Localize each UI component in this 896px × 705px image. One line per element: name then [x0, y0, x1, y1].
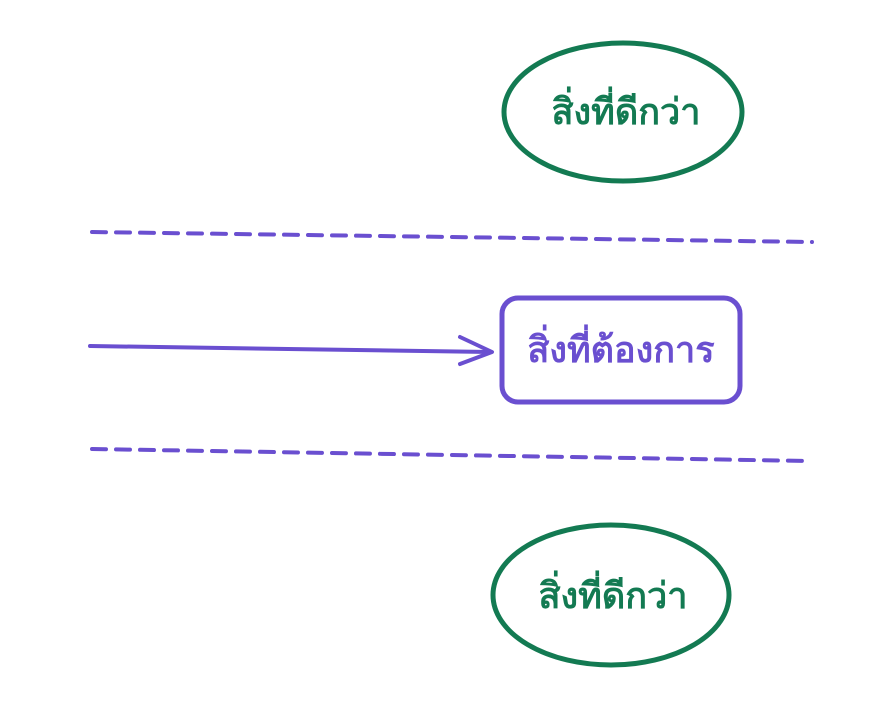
top-node-label: สิ่งที่ดีกว่า — [552, 86, 701, 133]
upper-dashed-line — [90, 230, 814, 244]
center-node-box — [499, 295, 743, 405]
center-node-label: สิ่งที่ต้องการ — [527, 324, 715, 371]
lower-dashed-line — [90, 447, 812, 463]
bottom-node: สิ่งที่ดีกว่า — [490, 522, 732, 668]
center-node: สิ่งที่ต้องการ — [499, 295, 743, 405]
bottom-node-ellipse — [490, 522, 732, 668]
top-node: สิ่งที่ดีกว่า — [501, 40, 745, 184]
arrow-shaft — [88, 344, 492, 354]
arrow-head — [458, 335, 494, 366]
arrow — [88, 335, 494, 366]
top-node-ellipse — [501, 40, 745, 184]
bottom-node-label: สิ่งที่ดีกว่า — [539, 570, 688, 617]
